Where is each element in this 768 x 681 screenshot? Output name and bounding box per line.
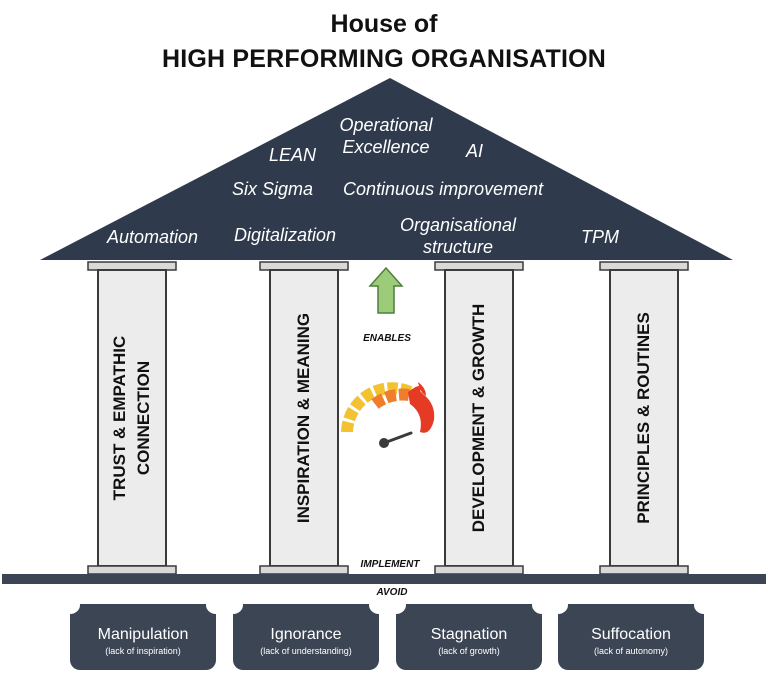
avoid-label: AVOID (376, 587, 408, 598)
roof-term-digitalization: Digitalization (234, 225, 337, 245)
avoid-title: Suffocation (591, 626, 671, 643)
implement-label: IMPLEMENT (360, 559, 420, 570)
avoid-subtitle: (lack of autonomy) (593, 646, 669, 656)
roof-term-lean: LEAN (269, 145, 317, 165)
pillar-label-trust: TRUST & EMPATHIC CONNECTION (110, 335, 153, 501)
roof-term-organisational-structure: Organisational structure (399, 215, 517, 257)
pillar-principles (599, 261, 689, 575)
pillar-label-development: DEVELOPMENT & GROWTH (469, 303, 488, 533)
roof (40, 78, 733, 260)
roof-term-operational-excellence: Operational Excellence (339, 115, 433, 157)
up-arrow-icon (368, 266, 404, 314)
pillar-inspiration (259, 261, 349, 575)
title-line-2: HIGH PERFORMING ORGANISATION (161, 45, 607, 73)
foundation-slab (2, 574, 766, 584)
title-line-1: House of (330, 10, 438, 38)
roof-term-six-sigma: Six Sigma (232, 179, 314, 199)
avoid-title: Manipulation (97, 626, 189, 643)
pillar-label-inspiration: INSPIRATION & MEANING (294, 312, 313, 524)
avoid-subtitle: (lack of understanding) (260, 646, 352, 656)
speedometer-flame-icon (341, 382, 435, 448)
avoid-box-ignorance: Ignorance (lack of understanding) (223, 596, 389, 670)
avoid-box-suffocation: Suffocation (lack of autonomy) (548, 596, 714, 670)
roof-term-automation: Automation (107, 227, 199, 247)
avoid-subtitle: (lack of inspiration) (105, 646, 181, 656)
pillar-trust (87, 261, 177, 575)
avoid-subtitle: (lack of growth) (438, 646, 500, 656)
enables-label: ENABLES (363, 333, 411, 344)
avoid-box-manipulation: Manipulation (lack of inspiration) (60, 596, 226, 670)
avoid-box-stagnation: Stagnation (lack of growth) (386, 596, 552, 670)
avoid-title: Stagnation (430, 626, 508, 643)
pillar-label-principles: PRINCIPLES & ROUTINES (634, 312, 653, 524)
pillar-development (434, 261, 524, 575)
roof-term-continuous-improvement: Continuous improvement (343, 179, 544, 199)
roof-term-tpm: TPM (581, 227, 619, 247)
roof-term-ai: AI (466, 141, 484, 161)
avoid-title: Ignorance (270, 626, 342, 643)
